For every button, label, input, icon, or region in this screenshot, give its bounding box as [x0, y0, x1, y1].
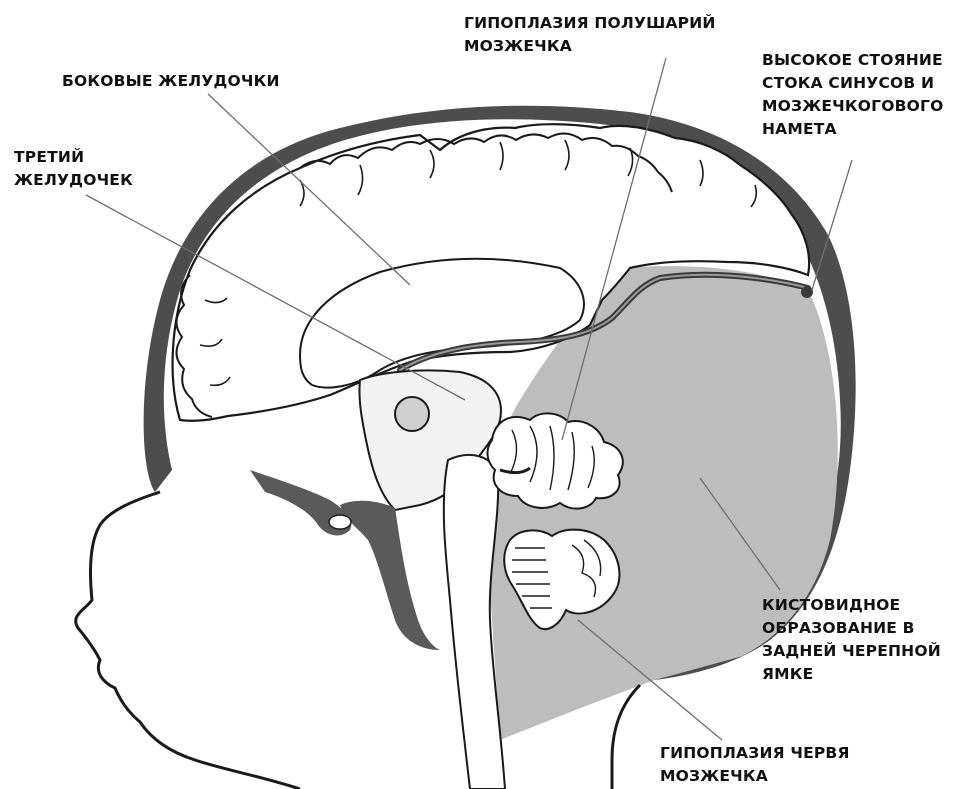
label-line: ОБРАЗОВАНИЕ В [762, 617, 941, 640]
label-high-torcular-tentorium: ВЫСОКОЕ СТОЯНИЕ СТОКА СИНУСОВ И МОЗЖЕЧКО… [762, 49, 943, 141]
massa-intermedia [395, 397, 429, 431]
label-line: НАМЕТА [762, 118, 943, 141]
label-line: КИСТОВИДНОЕ [762, 594, 941, 617]
label-line: ЗАДНЕЙ ЧЕРЕПНОЙ [762, 640, 941, 663]
label-cerebellar-hemispheres-hypoplasia: ГИПОПЛАЗИЯ ПОЛУШАРИЙ МОЗЖЕЧКА [464, 12, 716, 58]
label-line: СТОКА СИНУСОВ И [762, 72, 943, 95]
label-line: ГИПОПЛАЗИЯ ЧЕРВЯ [660, 742, 850, 765]
label-posterior-fossa-cyst: КИСТОВИДНОЕ ОБРАЗОВАНИЕ В ЗАДНЕЙ ЧЕРЕПНО… [762, 594, 941, 686]
label-line: ЖЕЛУДОЧЕК [14, 169, 133, 192]
label-line: ГИПОПЛАЗИЯ ПОЛУШАРИЙ [464, 12, 716, 35]
label-third-ventricle: ТРЕТИЙ ЖЕЛУДОЧЕК [14, 146, 133, 192]
label-lateral-ventricles: БОКОВЫЕ ЖЕЛУДОЧКИ [62, 70, 280, 93]
label-vermis-hypoplasia: ГИПОПЛАЗИЯ ЧЕРВЯ МОЗЖЕЧКА [660, 742, 850, 788]
label-line: ВЫСОКОЕ СТОЯНИЕ [762, 49, 943, 72]
pituitary-fossa [329, 515, 351, 529]
label-line: ТРЕТИЙ [14, 146, 133, 169]
label-line: МОЗЖЕЧКА [464, 35, 716, 58]
label-line: ЯМКЕ [762, 663, 941, 686]
label-line: МОЗЖЕЧКОГОВОГО [762, 95, 943, 118]
label-line: МОЗЖЕЧКА [660, 765, 850, 788]
label-line: БОКОВЫЕ ЖЕЛУДОЧКИ [62, 70, 280, 93]
torcular-dot [801, 286, 813, 298]
